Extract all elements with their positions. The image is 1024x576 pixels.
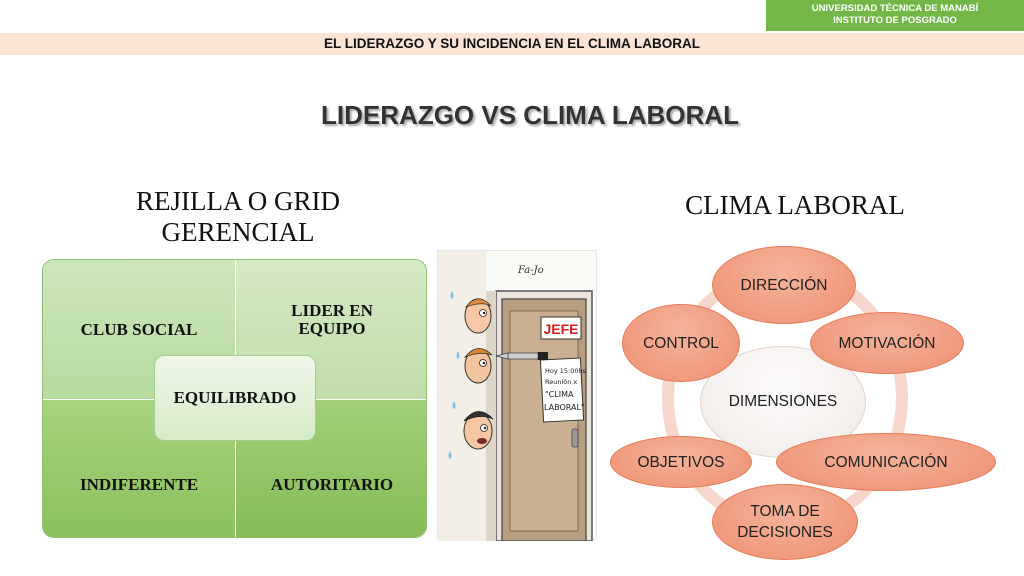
quadrant-equilibrado: EQUILIBRADO [154,355,316,441]
note-line-3: "CLIMA [545,390,574,399]
institute-name: INSTITUTO DE POSGRADO [833,15,957,26]
note-line-1: Hoy 15:00hs [545,367,587,375]
cartoon-signature: Fa-Jo [517,265,544,276]
node-objetivos: OBJETIVOS [610,436,752,488]
topic-bar: EL LIDERAZGO Y SU INCIDENCIA EN EL CLIMA… [0,33,1024,55]
note-line-2: Reunión x [545,378,577,386]
node-toma-decisiones: TOMA DE DECISIONES [712,484,858,560]
node-toma-line2: DECISIONES [737,524,833,541]
quadrant-label: LIDER EN EQUIPO [291,300,373,338]
node-motivacion: MOTIVACIÓN [810,312,964,374]
university-name: UNIVERSIDAD TÉCNICA DE MANABÍ [811,3,979,14]
node-comunicacion: COMUNICACIÓN [776,433,996,491]
quadrant-label: CLUB SOCIAL [80,319,198,339]
cartoon-drawing: JEFE Hoy 15:00hs Reunión x "CLIMA LABORA… [438,251,593,542]
university-badge: UNIVERSIDAD TÉCNICA DE MANABÍ INSTITUTO … [766,0,1024,31]
cartoon-illustration: JEFE Hoy 15:00hs Reunión x "CLIMA LABORA… [437,250,597,542]
grid-title: REJILLA O GRID GERENCIAL [88,186,388,248]
grid-title-line1: REJILLA O GRID [136,186,340,216]
node-toma-line1: TOMA DE [750,503,820,520]
quadrant-label: INDIFERENTE [79,474,199,494]
slide-title: LIDERAZGO VS CLIMA LABORAL [321,100,739,130]
jefe-sign-text: JEFE [543,321,578,337]
quadrant-label: AUTORITARIO [270,474,394,494]
peeking-heads [448,291,494,459]
node-direccion: DIRECCIÓN [712,246,856,324]
node-control: CONTROL [622,304,740,382]
managerial-grid: CLUB SOCIAL LIDER EN EQUIPO INDIFERENTE … [42,259,427,538]
note-line-4: LABORAL" [544,403,585,412]
clima-title: CLIMA LABORAL [685,190,905,220]
grid-title-line2: GERENCIAL [161,217,315,247]
clima-cycle-diagram: DIMENSIONES DIRECCIÓN MOTIVACIÓN CONTROL… [600,240,1024,576]
